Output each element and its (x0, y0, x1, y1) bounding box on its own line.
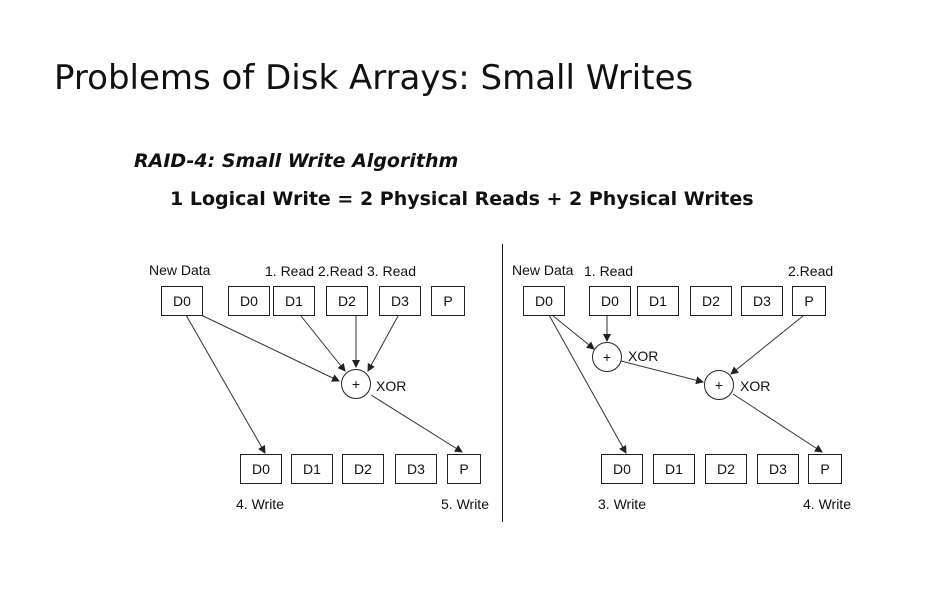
right-top-disk-d1: D1 (637, 286, 679, 316)
right-bottom-disk-d1: D1 (653, 454, 695, 484)
right-xor2-label: XOR (740, 378, 771, 394)
right-top-disk-p: P (792, 286, 826, 316)
right-top-disk-d0: D0 (589, 286, 631, 316)
right-read2-label: 2.Read (788, 263, 834, 279)
left-bottom-disk-d3: D3 (395, 454, 437, 484)
right-read1-label: 1. Read (584, 263, 634, 279)
right-bottom-disk-d3: D3 (757, 454, 799, 484)
equation-text: 1 Logical Write = 2 Physical Reads + 2 P… (170, 188, 754, 210)
right-new-data-label: New Data (512, 262, 574, 278)
right-write-p-label: 4. Write (803, 496, 851, 512)
arrow-xor2-to-p-write (732, 393, 823, 453)
page-title: Problems of Disk Arrays: Small Writes (54, 58, 694, 98)
left-new-data-label: New Data (149, 262, 211, 278)
right-xor1-circle: + (592, 342, 622, 372)
subtitle: RAID-4: Small Write Algorithm (134, 150, 459, 172)
left-bottom-disk-d1: D1 (291, 454, 333, 484)
arrow-d3-to-xor (367, 315, 399, 372)
right-xor2-circle: + (704, 370, 734, 400)
left-bottom-disk-p: P (447, 454, 481, 484)
left-bottom-disk-d2: D2 (342, 454, 384, 484)
left-top-disk-d3: D3 (379, 286, 421, 316)
arrow-newdata-to-xor (200, 314, 340, 382)
left-xor-circle: + (341, 369, 371, 399)
arrow-newdata-to-xor1 (551, 314, 595, 350)
left-new-d0-block: D0 (161, 286, 203, 316)
left-reads-label: 1. Read 2.Read 3. Read (265, 263, 416, 279)
right-bottom-disk-d2: D2 (705, 454, 747, 484)
left-top-disk-d0: D0 (228, 286, 270, 316)
arrow-p-to-xor2 (730, 315, 804, 375)
arrow-xor-to-p-write (370, 394, 463, 453)
right-new-d0-block: D0 (523, 286, 565, 316)
right-write-d0-label: 3. Write (598, 496, 646, 512)
left-top-disk-p: P (431, 286, 465, 316)
right-top-disk-d3: D3 (741, 286, 783, 316)
left-top-disk-d1: D1 (273, 286, 315, 316)
arrow-xor1-to-xor2 (620, 360, 704, 385)
left-top-disk-d2: D2 (326, 286, 368, 316)
left-bottom-disk-d0: D0 (240, 454, 282, 484)
right-bottom-disk-p: P (808, 454, 842, 484)
arrow-newdata-to-d0-write (185, 314, 266, 454)
right-xor1-label: XOR (628, 348, 659, 364)
left-write-d0-label: 4. Write (236, 496, 284, 512)
left-write-p-label: 5. Write (441, 496, 489, 512)
arrow-newdata-to-d0-write-right (548, 314, 627, 454)
section-divider (502, 244, 503, 522)
arrow-d1-to-xor (300, 315, 346, 372)
right-top-disk-d2: D2 (690, 286, 732, 316)
right-bottom-disk-d0: D0 (601, 454, 643, 484)
left-xor-label: XOR (376, 378, 407, 394)
